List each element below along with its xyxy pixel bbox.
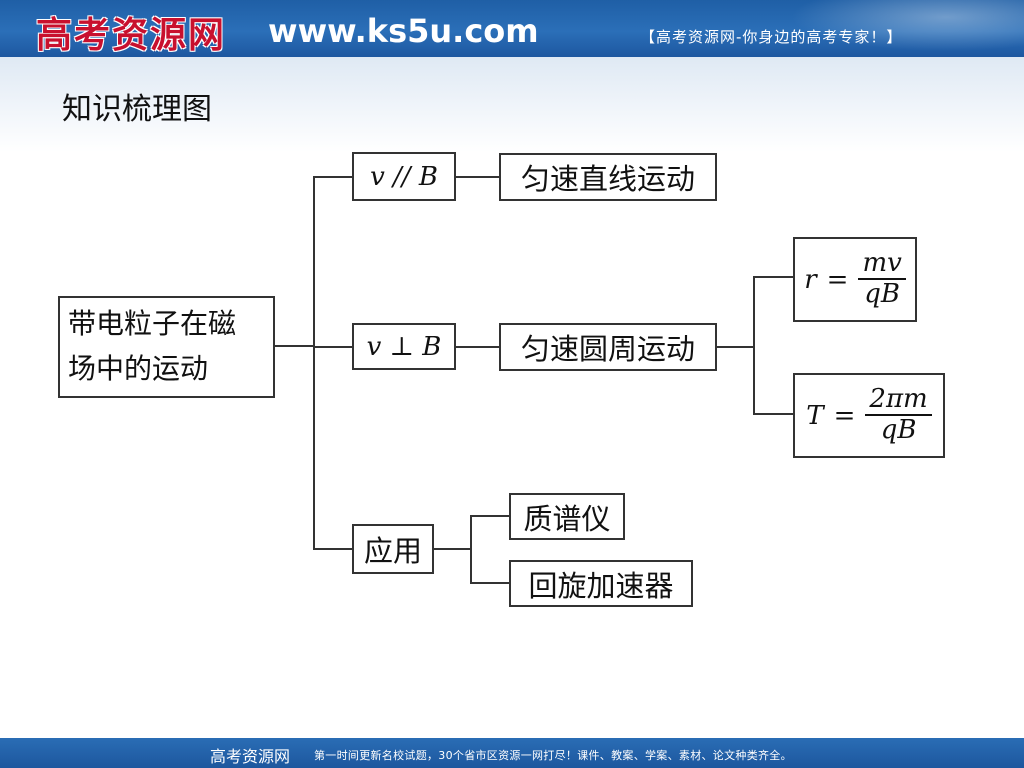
radius-fraction: mv qB (858, 249, 906, 309)
radius-formula-node: r = mv qB (793, 237, 917, 322)
connector-formula-trunk (753, 276, 755, 415)
root-node: 带电粒子在磁 场中的运动 (58, 296, 275, 398)
connector-root-out (275, 345, 314, 347)
period-fraction: 2πm qB (865, 385, 932, 445)
radius-equals-sign: = (826, 264, 849, 295)
condition-perpendicular-node: v ⊥ B (352, 323, 456, 370)
radius-symbol: r (804, 264, 817, 295)
connector-parallel-result (456, 176, 500, 178)
connector-application-trunk (470, 515, 472, 584)
site-header: 高考资源网 www.ks5u.com 【高考资源网-你身边的高考专家！】 (0, 0, 1024, 57)
connector-application-out (433, 548, 471, 550)
mass-spectrometer-label: 质谱仪 (523, 501, 611, 536)
connector-to-radius (753, 276, 793, 278)
header-decoration (764, 0, 1024, 57)
connector-to-parallel (313, 176, 353, 178)
site-logo[interactable]: 高考资源网 (36, 14, 227, 56)
footer-description: 第一时间更新名校试题，30个省市区资源一网打尽！课件、教案、学案、素材、论文种类… (314, 749, 792, 762)
uniform-circular-motion-label: 匀速圆周运动 (520, 332, 695, 366)
connector-main-trunk (313, 176, 315, 549)
radius-numerator: mv (858, 249, 906, 280)
connector-to-cyclotron (470, 582, 510, 584)
application-node: 应用 (352, 524, 434, 574)
connector-to-period (753, 413, 793, 415)
cyclotron-node: 回旋加速器 (509, 560, 693, 607)
condition-parallel-node: v // B (352, 152, 456, 201)
period-denominator: qB (880, 414, 917, 445)
period-formula-node: T = 2πm qB (793, 373, 945, 458)
period-numerator: 2πm (865, 385, 932, 416)
uniform-linear-motion-label: 匀速直线运动 (520, 162, 695, 196)
uniform-circular-motion-node: 匀速圆周运动 (499, 323, 717, 371)
application-label: 应用 (363, 534, 422, 568)
root-node-line1: 带电粒子在磁 (68, 307, 237, 341)
header-gradient-band (0, 57, 1024, 152)
radius-denominator: qB (864, 278, 900, 309)
footer-brand[interactable]: 高考资源网 (210, 747, 291, 766)
connector-circular-out (716, 346, 754, 348)
connector-to-mass-spectrometer (470, 515, 510, 517)
root-node-line2: 场中的运动 (68, 352, 209, 385)
page-title: 知识梳理图 (62, 92, 212, 127)
condition-perpendicular-label: v ⊥ B (366, 331, 442, 362)
site-url[interactable]: www.ks5u.com (268, 12, 539, 50)
connector-to-perpendicular (313, 346, 353, 348)
condition-parallel-label: v // B (370, 161, 438, 192)
cyclotron-label: 回旋加速器 (528, 568, 674, 603)
connector-perpendicular-result (456, 346, 500, 348)
uniform-linear-motion-node: 匀速直线运动 (499, 153, 717, 201)
period-equals-sign: = (833, 400, 856, 431)
site-slogan: 【高考资源网-你身边的高考专家！】 (640, 28, 903, 46)
connector-to-application (313, 548, 353, 550)
site-footer: 高考资源网 第一时间更新名校试题，30个省市区资源一网打尽！课件、教案、学案、素… (0, 738, 1024, 768)
mass-spectrometer-node: 质谱仪 (509, 493, 625, 540)
period-symbol: T (806, 400, 824, 431)
